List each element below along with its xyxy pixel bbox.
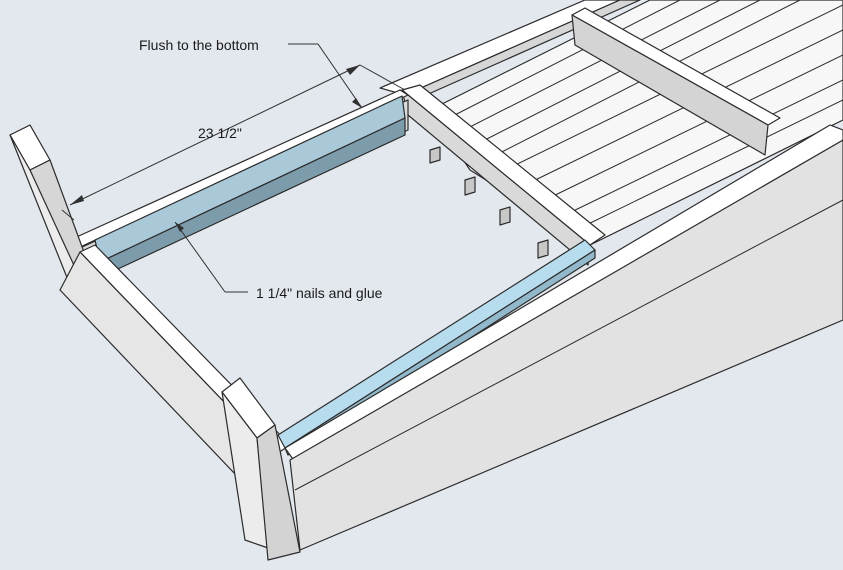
dimension-line	[61, 64, 406, 221]
fastener-note-label: 1 1/4" nails and glue	[256, 285, 383, 301]
middle-cross-brace	[571, 7, 781, 156]
flush-note-leader	[288, 43, 363, 109]
post-front-left	[221, 377, 301, 561]
dimension-label: 23 1/2"	[198, 125, 242, 141]
post-back-left	[9, 124, 99, 301]
flush-note-label: Flush to the bottom	[139, 37, 259, 53]
near-long-rail	[284, 124, 843, 551]
lower-slat-ends	[429, 146, 549, 259]
nails-note-leader	[174, 221, 248, 293]
cleat-far	[94, 95, 406, 276]
